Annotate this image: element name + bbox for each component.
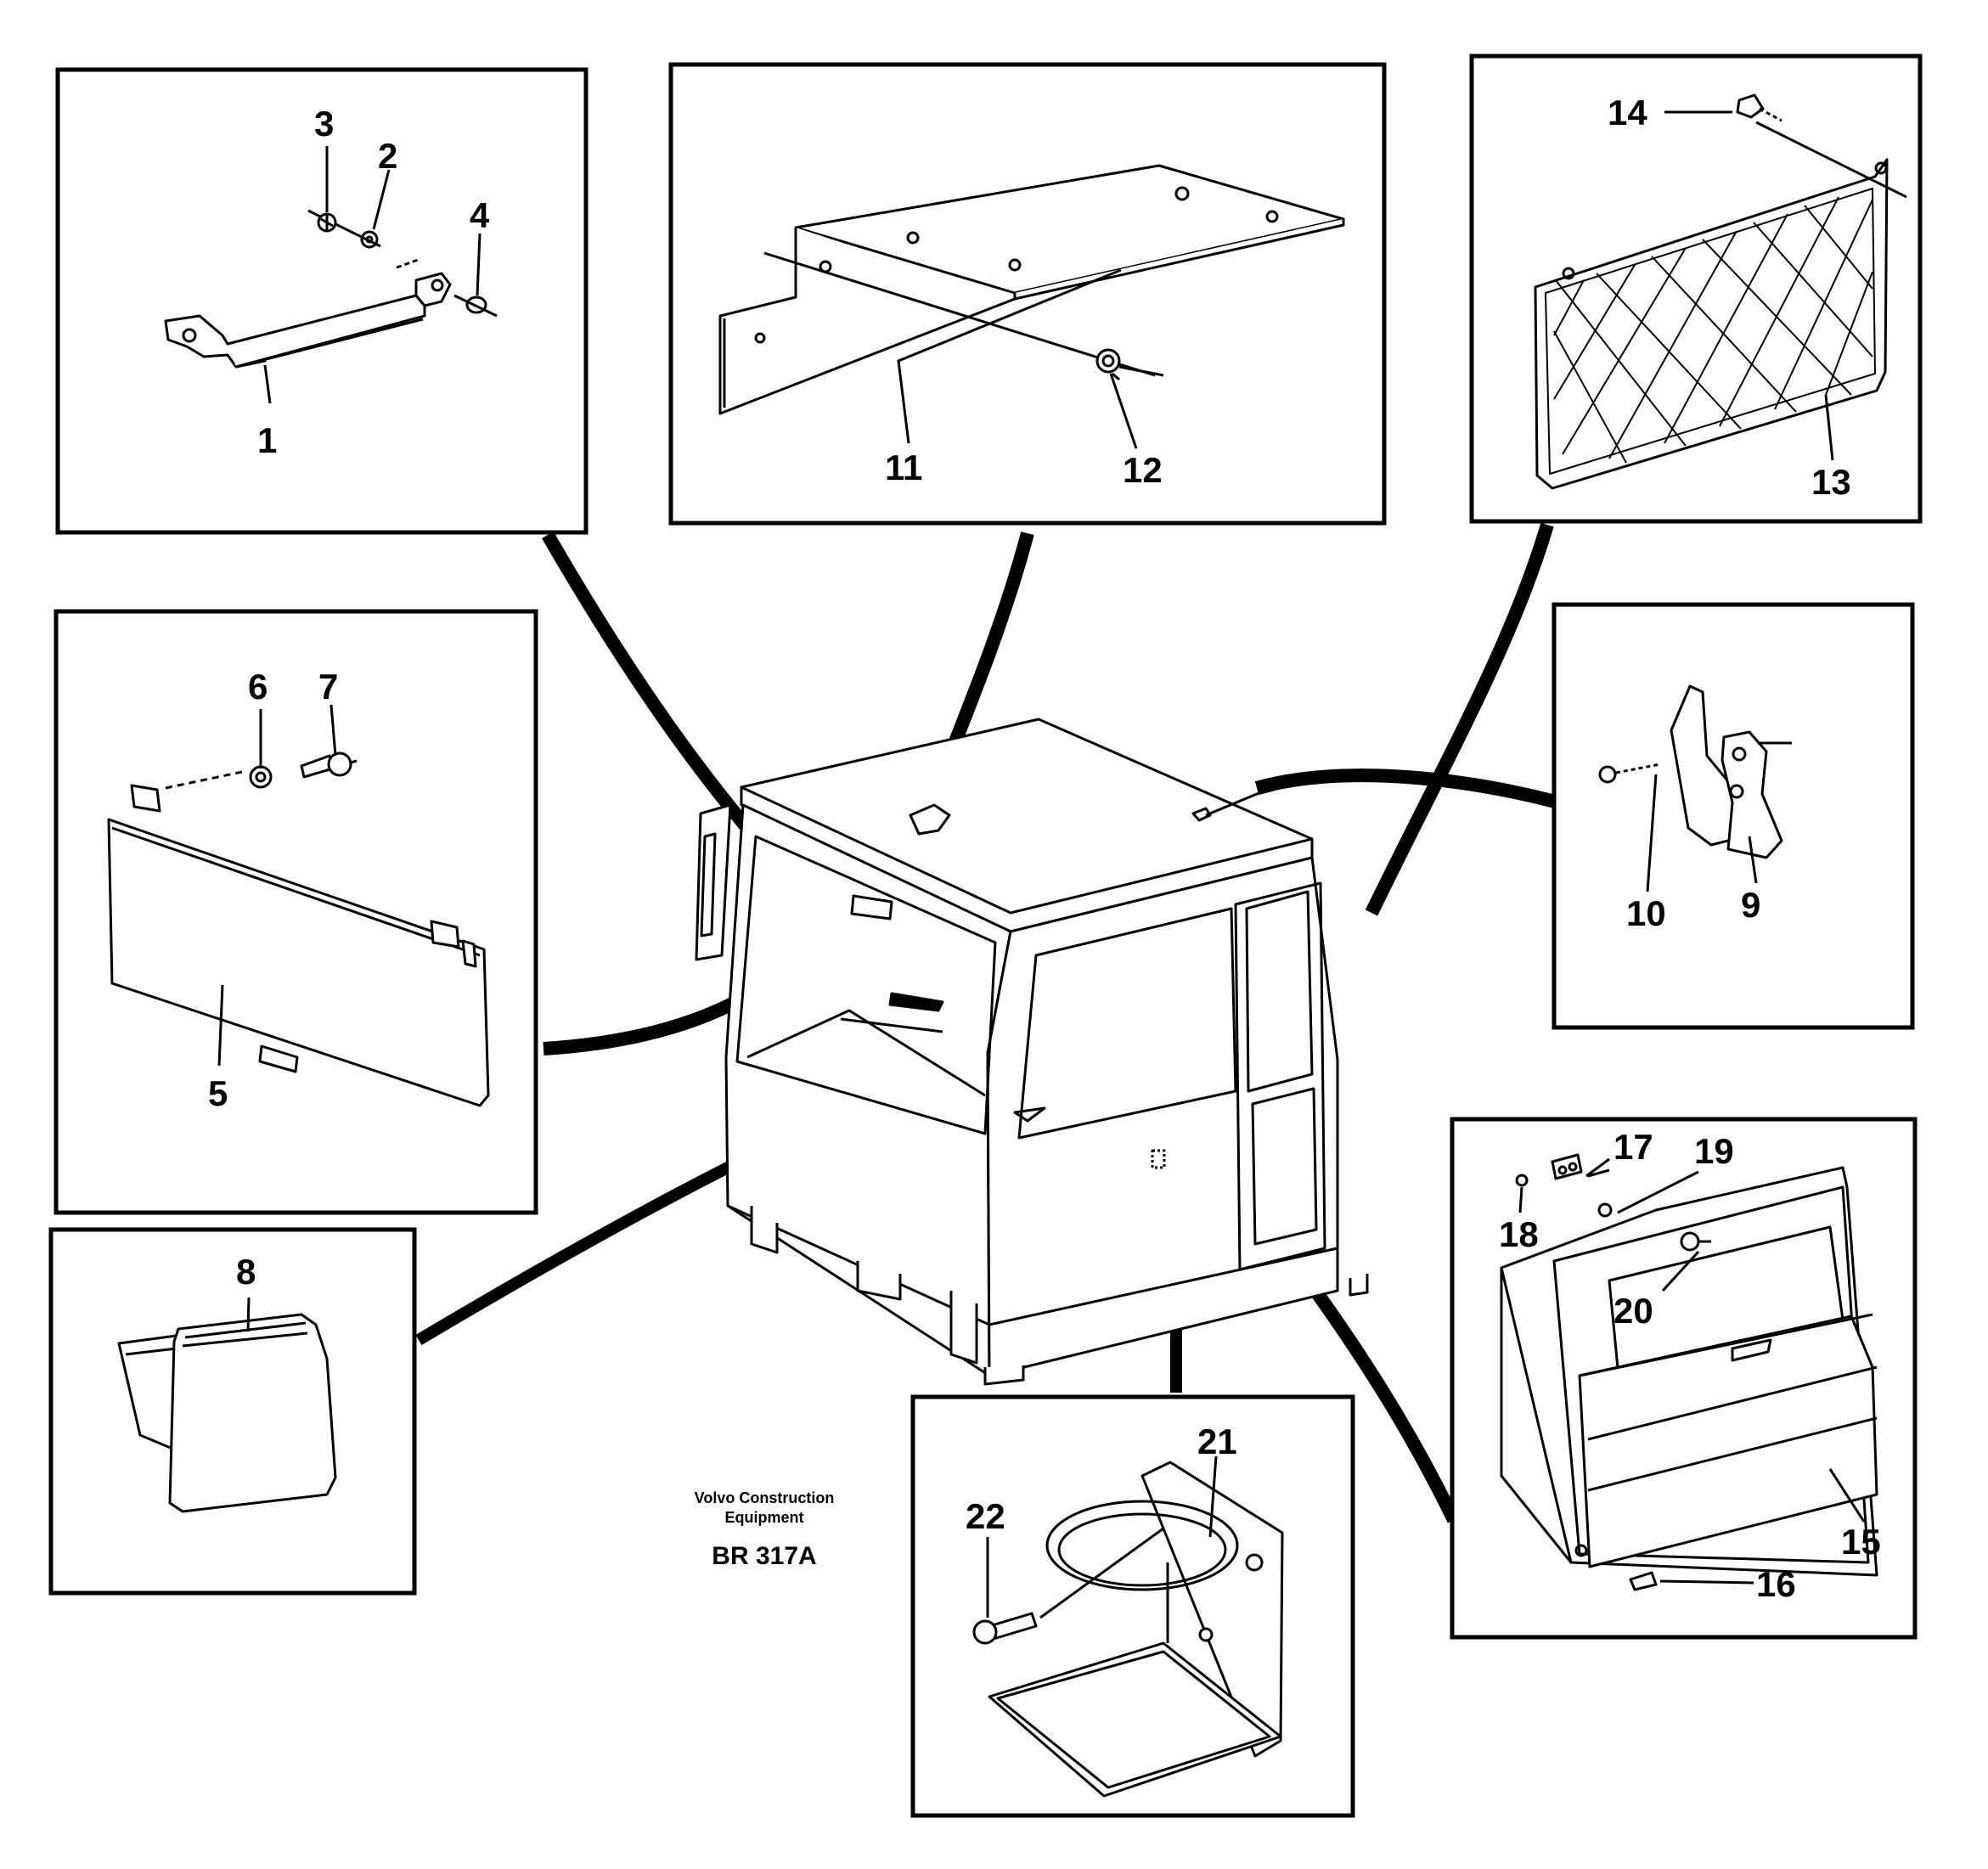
panel-coat-hook: 10 9 bbox=[1552, 602, 1915, 1030]
callout-17: 17 bbox=[1613, 1127, 1653, 1167]
callout-10: 10 bbox=[1626, 893, 1666, 933]
callout-18: 18 bbox=[1499, 1214, 1539, 1254]
leader-bands bbox=[415, 522, 1561, 1523]
cab-door bbox=[1234, 881, 1326, 1271]
callout-12: 12 bbox=[1123, 450, 1163, 490]
callout-19: 19 bbox=[1694, 1131, 1734, 1171]
leader-storage-net bbox=[1365, 522, 1554, 916]
callout-1: 1 bbox=[257, 420, 277, 460]
callout-leaders bbox=[897, 268, 1138, 449]
cab-right-side bbox=[986, 856, 1339, 1377]
cab-front-window bbox=[1017, 907, 1237, 1140]
maker-line-2: Equipment bbox=[725, 1509, 804, 1526]
callout-4: 4 bbox=[470, 195, 490, 235]
callout-9: 9 bbox=[1741, 885, 1760, 925]
callout-leaders bbox=[1518, 1157, 1866, 1585]
callout-16: 16 bbox=[1756, 1564, 1796, 1604]
callout-5: 5 bbox=[208, 1073, 228, 1113]
callout-2: 2 bbox=[378, 136, 397, 176]
drawing-code: BR 317A bbox=[712, 1542, 816, 1570]
coat-hook-drawing bbox=[1598, 684, 1792, 859]
grab-handle-drawing bbox=[164, 209, 498, 369]
callout-3: 3 bbox=[314, 104, 334, 144]
panel-frame bbox=[1469, 53, 1923, 524]
leader-grab-handle bbox=[542, 532, 753, 833]
storage-box-drawing bbox=[1500, 1153, 1878, 1591]
callout-11: 11 bbox=[885, 448, 922, 487]
callout-15: 15 bbox=[1841, 1522, 1881, 1562]
ashtray-drawing bbox=[117, 1313, 337, 1513]
cup-holder-drawing bbox=[972, 1461, 1284, 1798]
panel-frame bbox=[48, 1227, 417, 1596]
callout-8: 8 bbox=[236, 1252, 256, 1292]
panel-grab-handle: 3 2 4 1 bbox=[55, 67, 589, 535]
panel-sun-visor: 6 7 5 bbox=[54, 609, 538, 1215]
callout-14: 14 bbox=[1608, 93, 1647, 132]
panel-ashtray: 8 bbox=[48, 1227, 417, 1596]
callout-20: 20 bbox=[1613, 1291, 1653, 1331]
callout-7: 7 bbox=[318, 667, 338, 707]
sun-visor-drawing bbox=[107, 752, 490, 1107]
callout-22: 22 bbox=[966, 1496, 1005, 1536]
panel-storage-net: 14 13 bbox=[1469, 53, 1923, 524]
callout-leader bbox=[246, 1297, 251, 1332]
callout-leaders bbox=[217, 704, 337, 1067]
panel-frame bbox=[55, 67, 589, 535]
callout-21: 21 bbox=[1197, 1421, 1237, 1461]
panel-storage-box: 18 17 19 20 15 16 bbox=[1450, 1117, 1918, 1640]
operator-cab bbox=[695, 718, 1369, 1386]
panel-roof-plate: 11 12 bbox=[668, 62, 1387, 526]
callout-13: 13 bbox=[1811, 462, 1851, 502]
panel-cup-holder: 21 22 bbox=[910, 1394, 1355, 1818]
maker-line-1: Volvo Construction bbox=[695, 1489, 835, 1506]
callout-leaders bbox=[263, 146, 482, 404]
callout-leaders bbox=[1664, 110, 1834, 461]
callout-6: 6 bbox=[248, 667, 268, 707]
leader-coat-hook bbox=[1254, 768, 1561, 809]
callout-leaders bbox=[986, 1455, 1218, 1618]
storage-net-drawing bbox=[1534, 93, 1907, 490]
callout-leaders bbox=[1646, 774, 1758, 892]
drawing-caption: Volvo Construction Equipment BR 317A bbox=[695, 1489, 835, 1570]
